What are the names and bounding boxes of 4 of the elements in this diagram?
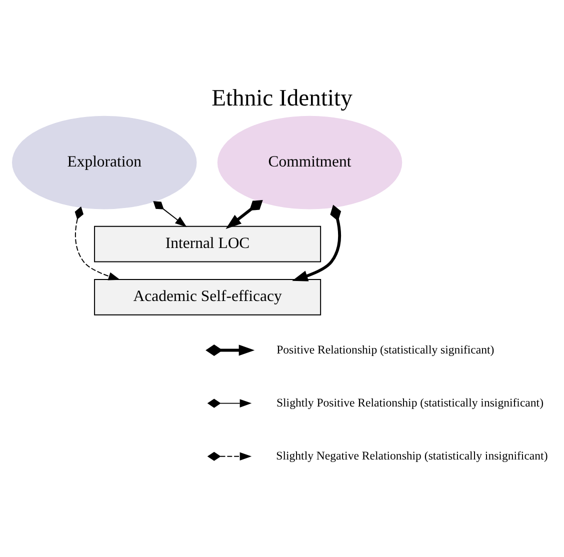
diagram-title: Ethnic Identity [212, 86, 352, 112]
legend-label: Positive Relationship (statistically significant) [276, 342, 494, 356]
legend-label: Slightly Positive Relationship (statistically insignificant) [276, 395, 544, 410]
legend-label: Slightly Negative Relationship (statistically insignificant) [276, 448, 548, 462]
